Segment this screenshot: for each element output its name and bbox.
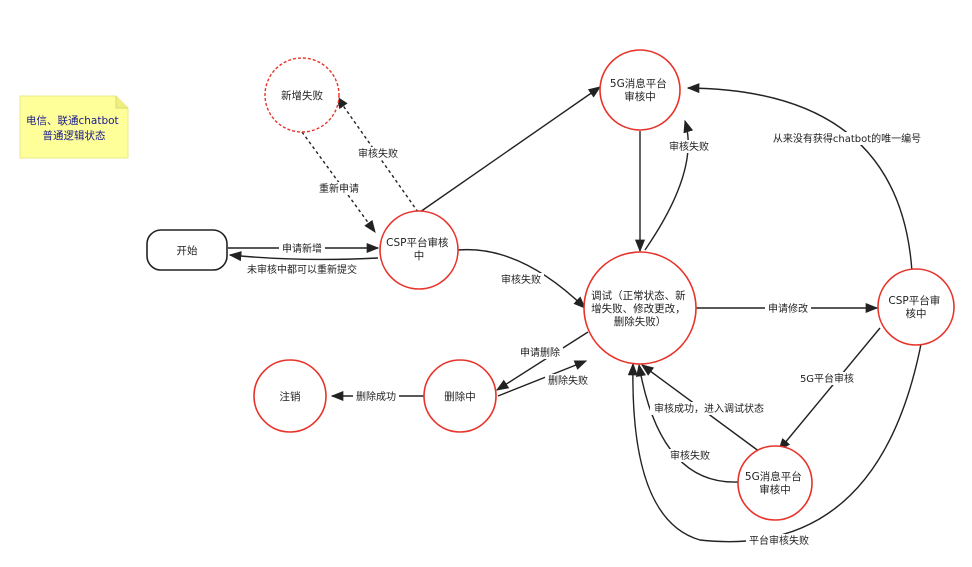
label-apply-delete: 申请删除	[520, 346, 560, 359]
node-deleting-label: 删除中	[444, 390, 476, 403]
edge-labels: 申请新增 未审核中都可以重新提交 审核失败 重新申请 审核失败 审核失败 从来没…	[243, 132, 926, 547]
note-line-1: 电信、联通chatbot	[26, 114, 119, 127]
label-review-fail-5g-bottom: 审核失败	[670, 449, 710, 462]
node-5g-review-bottom: 5G消息平台 审核中	[737, 445, 813, 521]
edge-debug-to-deleting	[495, 331, 589, 391]
note-card: 电信、联通chatbot 普通逻辑状态	[19, 95, 129, 159]
node-start: 开始	[146, 229, 228, 271]
edge-csp1-to-5gtop	[419, 86, 602, 213]
node-csp-review-2: CSP平台审 核中	[877, 268, 955, 346]
note-text: 电信、联通chatbot 普通逻辑状态	[26, 114, 122, 142]
node-deleting: 删除中	[423, 359, 497, 433]
node-debug: 调试（正常状态、新 增失败、修改更改， 删除失败）	[583, 251, 697, 365]
label-review-fail-csp: 审核失败	[501, 273, 541, 286]
label-delete-success: 删除成功	[356, 390, 396, 403]
edge-deleting-to-debug	[497, 360, 588, 397]
edge-5gbottom-fail-to-debug	[635, 363, 739, 483]
node-csp-review-1-label: CSP平台审核 中	[386, 236, 452, 262]
edge-csp1-to-debug	[457, 248, 586, 309]
node-add-fail: 新增失败	[264, 57, 340, 133]
edge-csp1-to-start	[228, 251, 379, 262]
label-review-fail-dotted: 审核失败	[358, 147, 398, 160]
node-debug-label: 调试（正常状态、新 增失败、修改更改， 删除失败）	[591, 289, 689, 328]
label-apply-modify: 申请修改	[768, 302, 808, 315]
edge-debug-to-5gtop	[644, 119, 694, 251]
node-csp-review-1: CSP平台审核 中	[379, 210, 459, 290]
nodes: 开始 新增失败 CSP平台审核 中 5G消息平台 审核中 调试（正常状态、新 增…	[146, 49, 955, 521]
label-review-success: 审核成功，进入调试状态	[654, 402, 764, 415]
node-cancelled: 注销	[253, 359, 327, 433]
label-platform-review-fail: 平台审核失败	[749, 534, 809, 547]
node-start-label: 开始	[177, 244, 198, 257]
node-5g-review-top: 5G消息平台 审核中	[599, 49, 681, 131]
label-review-5g: 5G平台审核	[800, 372, 854, 385]
edge-csp2-to-5gbottom	[778, 327, 881, 451]
node-csp-review-2-label: CSP平台审 核中	[888, 294, 943, 320]
label-apply-add: 申请新增	[282, 242, 322, 255]
edge-csp2-to-5gtop	[686, 83, 913, 273]
label-review-fail-5g-top: 审核失败	[669, 140, 709, 153]
label-delete-fail: 删除失败	[548, 374, 588, 387]
label-reapply: 重新申请	[319, 182, 359, 195]
edges	[228, 83, 923, 543]
edge-csp2-platform-fail-to-debug	[627, 338, 923, 543]
node-cancelled-label: 注销	[280, 390, 301, 403]
node-5g-review-top-label: 5G消息平台 审核中	[610, 77, 670, 103]
node-add-fail-label: 新增失败	[281, 89, 323, 102]
node-5g-review-bottom-label: 5G消息平台 审核中	[745, 470, 805, 496]
note-line-2: 普通逻辑状态	[43, 129, 106, 142]
label-never-obtained: 从来没有获得chatbot的唯一编号	[773, 132, 921, 145]
label-resubmit: 未审核中都可以重新提交	[247, 263, 357, 276]
